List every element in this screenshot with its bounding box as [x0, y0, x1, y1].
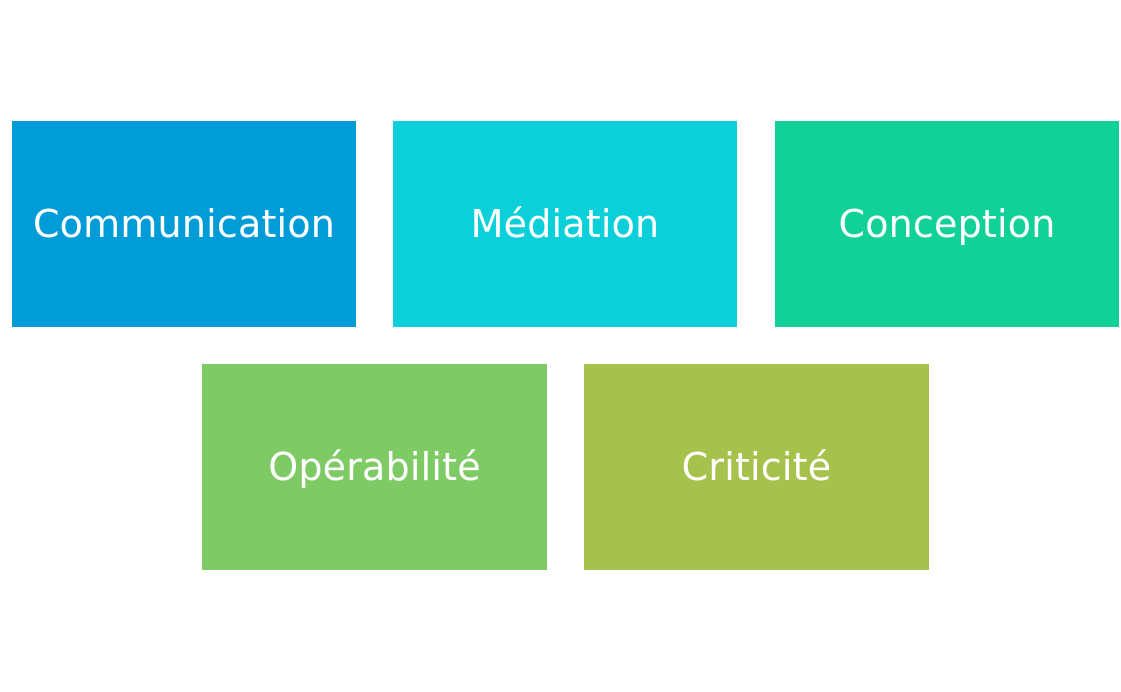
block-criticite: Criticité — [584, 364, 929, 570]
block-label: Conception — [838, 202, 1056, 246]
block-label: Communication — [32, 202, 336, 246]
block-label: Criticité — [681, 445, 832, 489]
block-conception: Conception — [775, 121, 1119, 327]
block-mediation: Médiation — [393, 121, 737, 327]
block-label: Médiation — [470, 202, 660, 246]
block-operabilite: Opérabilité — [202, 364, 547, 570]
block-label: Opérabilité — [268, 445, 481, 489]
block-communication: Communication — [12, 121, 356, 327]
